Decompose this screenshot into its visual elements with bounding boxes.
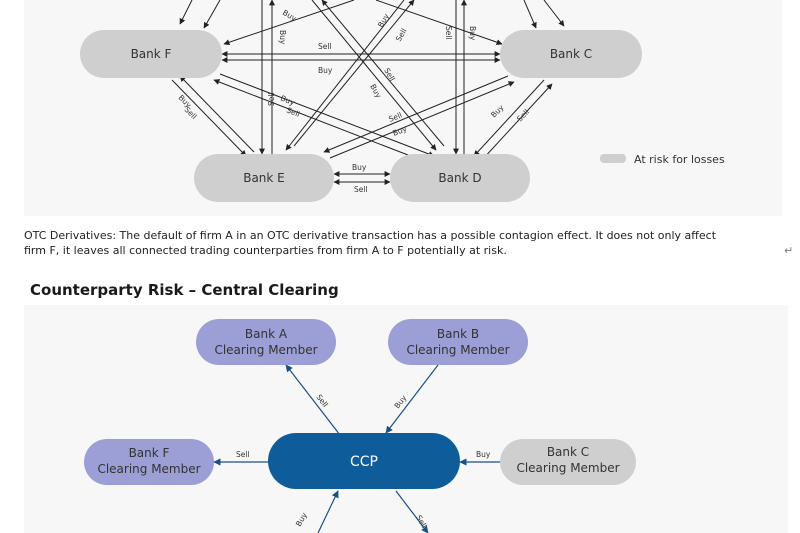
figure-caption: OTC Derivatives: The default of firm A i… [24, 228, 794, 258]
otc-nodes: Bank F Bank C Bank E Bank D [80, 30, 642, 202]
node-bank-c [500, 30, 642, 78]
node-bank-f [80, 30, 222, 78]
edge-f-d-b [213, 79, 427, 163]
edge-top-c-2 [375, 0, 503, 46]
node-bank-a-member-label: Clearing Member [214, 343, 317, 357]
edge-top-f-2 [223, 0, 355, 46]
legend-swatch [600, 154, 626, 163]
edge-f-e-a [171, 79, 247, 157]
node-bank-b-member [388, 319, 528, 365]
edge-c-d-b [481, 83, 553, 161]
node-bank-d-label: Bank D [438, 171, 481, 185]
edge-top-c-3 [543, 0, 565, 27]
label-buy: Buy [476, 450, 491, 459]
label-sell: Sell [318, 42, 332, 51]
edge-top-cross-2 [321, 0, 445, 147]
edge-f-e-b [179, 75, 255, 153]
caption-line-2: firm F, it leaves all connected trading … [24, 243, 794, 258]
node-ccp-label: CCP [350, 454, 378, 470]
paragraph-mark: ↵ [784, 244, 794, 257]
node-bank-a-member [196, 319, 336, 365]
node-bank-e [194, 154, 334, 202]
node-bank-f-label: Bank F [129, 446, 170, 460]
node-bank-f-member-label: Clearing Member [97, 462, 200, 476]
node-bank-c-label: Bank C [547, 445, 589, 459]
edge-bottom-right [395, 490, 429, 533]
label-sell: Sell [444, 26, 453, 40]
node-bank-c-label: Bank C [550, 47, 592, 61]
label-buy: Buy [278, 30, 287, 45]
label-sell: Sell [236, 450, 250, 459]
edge-f-d-a [219, 73, 435, 157]
node-bank-e-label: Bank E [243, 171, 285, 185]
otc-legend: At risk for losses [600, 153, 725, 166]
label-sell: Sell [267, 92, 276, 106]
legend-label: At risk for losses [634, 153, 725, 166]
edge-ccp-bank-a [285, 364, 341, 436]
otc-network-diagram: Sell Buy Buy Sell Sell Buy Buy Buy Sell … [24, 0, 782, 216]
node-bank-b-member-label: Clearing Member [406, 343, 509, 357]
node-bank-d [390, 154, 530, 202]
edge-top-cross-3 [285, 0, 405, 151]
edge-bank-b-ccp [385, 364, 439, 434]
node-bank-c-member-label: Clearing Member [516, 461, 619, 475]
edge-bottom-left [317, 490, 339, 533]
section-title: Counterparty Risk – Central Clearing [30, 281, 339, 299]
label-buy: Buy [318, 66, 333, 75]
caption-line-2-text: firm F, it leaves all connected trading … [24, 244, 507, 257]
edge-c-e-a [323, 75, 509, 153]
edge-top-c-1 [523, 0, 537, 29]
node-ccp [268, 433, 460, 489]
edge-top-cross-1 [311, 0, 437, 151]
caption-line-1: OTC Derivatives: The default of firm A i… [24, 229, 717, 242]
node-bank-f-member [84, 439, 214, 485]
node-bank-b-label: Bank B [437, 327, 479, 341]
label-buy: Buy [468, 26, 477, 41]
node-bank-c-member [500, 439, 636, 485]
edge-c-d-a [473, 79, 545, 157]
label-sell: Sell [354, 185, 368, 194]
otc-connections [171, 0, 565, 185]
label-buy: Buy [352, 163, 367, 172]
node-bank-a-label: Bank A [245, 327, 288, 341]
edge-top-f-3 [179, 0, 193, 25]
node-bank-f-label: Bank F [131, 47, 172, 61]
edge-top-cross-4 [293, 0, 415, 147]
edge-top-f-1 [203, 0, 221, 29]
central-clearing-diagram: Sell Buy Sell Buy Buy Sell Bank A Cleari… [24, 305, 788, 533]
clearing-nodes: Bank A Clearing Member Bank B Clearing M… [84, 319, 636, 489]
clearing-connections [213, 364, 500, 533]
